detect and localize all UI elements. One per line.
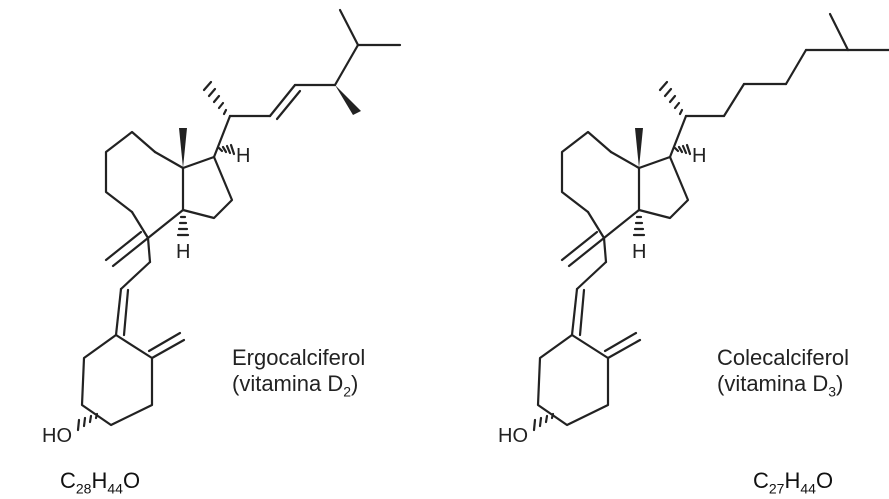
ergocalciferol-vitamin: (vitamina D2)	[232, 371, 359, 400]
colecalciferol-formula: C27H44O	[753, 468, 834, 497]
colecalciferol-name: Colecalciferol	[717, 345, 850, 370]
ergocalciferol-name: Ergocalciferol	[232, 345, 366, 370]
colecalciferol-vitamin: (vitamina D3)	[717, 371, 844, 400]
ergo-h-top-label: H	[236, 145, 250, 167]
ergo-h-bottom-label: H	[176, 241, 190, 263]
chole-h-bottom-label: H	[632, 241, 646, 263]
ergo-ho-label: HO	[42, 425, 72, 447]
chole-ho-label: HO	[498, 425, 528, 447]
colecalciferol-name-block: Colecalciferol (vitamina D3)	[717, 345, 849, 404]
ergocalciferol-name-block: Ergocalciferol (vitamina D2)	[232, 345, 365, 404]
ergocalciferol-formula: C28H44O	[60, 468, 141, 497]
chole-h-top-label: H	[692, 145, 706, 167]
ergocalciferol-structure: H H HO	[42, 8, 402, 447]
colecalciferol-structure: H H HO	[498, 12, 889, 447]
